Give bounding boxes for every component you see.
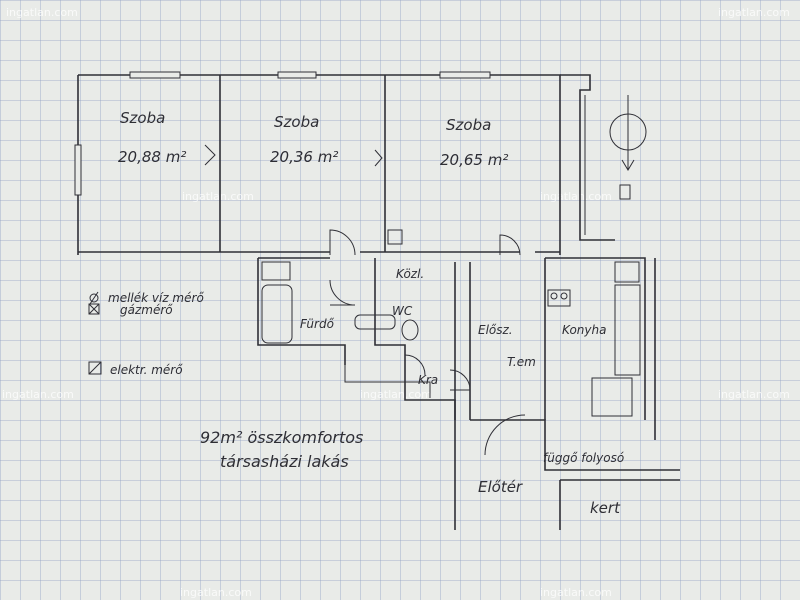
watermark: ingatlan.com <box>182 190 254 203</box>
door-arc <box>329 279 356 306</box>
stove-burner <box>560 292 568 300</box>
window <box>74 144 82 196</box>
watermark: ingatlan.com <box>540 190 612 203</box>
walls <box>77 74 680 530</box>
entry-hall-wall <box>454 262 471 420</box>
legend: mellék víz mérő gázmérő elektr. mérő <box>88 291 204 377</box>
stove <box>547 289 571 307</box>
vent <box>619 184 631 200</box>
water-meter-icon <box>89 291 99 305</box>
balcony-outline <box>560 74 615 241</box>
door-arc <box>499 234 521 256</box>
kitchen-wall <box>544 257 646 420</box>
window <box>439 71 491 79</box>
legend-label: elektr. mérő <box>110 363 183 377</box>
garden-wall <box>559 479 680 530</box>
stove-burner <box>550 292 558 300</box>
wc-label: WC <box>392 304 413 318</box>
window <box>277 71 317 79</box>
kitchen-counter <box>614 284 641 376</box>
closet-label: T.em <box>507 355 536 369</box>
fixtures <box>261 95 647 417</box>
description-line-2: társasházi lakás <box>220 452 349 471</box>
room-label: Szoba <box>120 109 165 127</box>
description-line-1: 92m² összkomfortos <box>200 428 363 447</box>
sink <box>354 314 396 330</box>
watermark: ingatlan.com <box>718 6 790 19</box>
door-arc <box>484 414 526 456</box>
watermark: ingatlan.com <box>180 586 252 599</box>
vestibule-label: Előtér <box>478 478 523 496</box>
window <box>129 71 181 79</box>
corridor-wall <box>470 419 680 471</box>
legend-label: gázmérő <box>120 303 173 317</box>
bathroom-label: Fürdő <box>300 317 335 331</box>
door-arc <box>329 229 356 256</box>
kitchen-label: Konyha <box>562 323 606 337</box>
corridor-label: függő folyosó <box>543 451 624 465</box>
legend-item: gázmérő <box>88 303 173 317</box>
electric-meter-icon <box>88 361 102 375</box>
room-label: Szoba <box>446 116 491 134</box>
room-area: 20,65 m² <box>440 151 508 169</box>
door-arc <box>404 354 426 376</box>
garden-label: kert <box>590 499 621 517</box>
room-area: 20,88 m² <box>118 148 186 166</box>
hallway-label: Közl. <box>396 267 424 281</box>
room-label: Szoba <box>274 113 319 131</box>
legend-item: mellék víz mérő <box>89 291 204 305</box>
windows <box>74 71 491 196</box>
watermark: ingatlan.com <box>718 388 790 401</box>
gas-meter-icon <box>88 303 100 315</box>
toilet <box>401 319 419 341</box>
door-arc <box>204 144 383 167</box>
watermark: ingatlan.com <box>360 388 432 401</box>
watermark: ingatlan.com <box>2 388 74 401</box>
door-arc <box>449 369 471 391</box>
room-area: 20,36 m² <box>270 148 338 166</box>
legend-label: mellék víz mérő <box>108 291 204 305</box>
watermarks: ingatlan.com ingatlan.com ingatlan.com i… <box>2 6 790 599</box>
entry-hall-label: Elősz. <box>478 323 513 337</box>
watermark: ingatlan.com <box>540 586 612 599</box>
gas-meter-box <box>387 229 403 245</box>
doors <box>204 144 526 456</box>
pantry-label: Kra <box>418 373 438 387</box>
kitchen-table <box>591 377 633 417</box>
bathroom-outline <box>257 257 346 365</box>
pantry-outline <box>344 365 431 398</box>
legend-item: elektr. mérő <box>88 361 183 377</box>
north-arrow <box>621 95 635 171</box>
watermark: ingatlan.com <box>6 6 78 19</box>
meter-box <box>614 261 640 283</box>
electric-meter-box <box>261 261 291 281</box>
bathtub <box>261 284 293 344</box>
